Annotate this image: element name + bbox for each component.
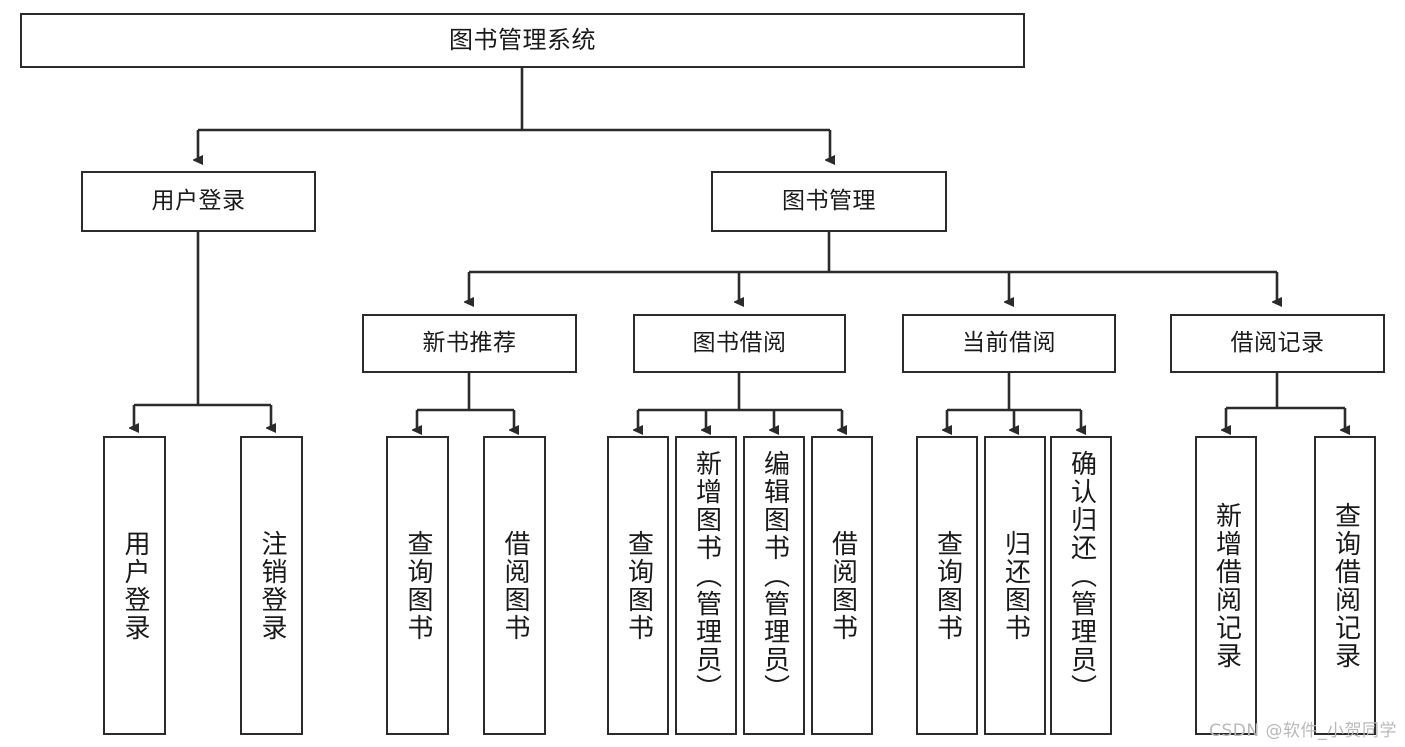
csdn-watermark: CSDN @软件_小贺同学	[1209, 721, 1397, 741]
leaf-current-borrow-confirm-return-admin[interactable]: 确认归还（管理员）	[1050, 436, 1112, 735]
leaf-book-borrow-edit-book-admin[interactable]: 编辑图书（管理员）	[743, 436, 805, 735]
leaf-user-login-login[interactable]: 用户登录	[103, 436, 166, 735]
leaf-new-book-query-book[interactable]: 查询图书	[386, 436, 449, 735]
leaf-label: 查询图书	[623, 529, 654, 642]
node-user-login-label: 用户登录	[151, 187, 246, 214]
node-root-label: 图书管理系统	[449, 26, 596, 55]
leaf-label: 确认归还（管理员）	[1066, 450, 1097, 702]
node-book-borrow-label: 图书借阅	[692, 329, 787, 356]
leaf-borrow-record-add-record[interactable]: 新增借阅记录	[1195, 436, 1257, 735]
leaf-label: 查询借阅记录	[1330, 501, 1361, 670]
node-user-login[interactable]: 用户登录	[81, 171, 316, 232]
node-root-book-management-system[interactable]: 图书管理系统	[20, 13, 1025, 68]
node-borrow-record-label: 借阅记录	[1230, 329, 1325, 356]
node-new-book-recommend-label: 新书推荐	[422, 329, 517, 356]
leaf-label: 归还图书	[1000, 529, 1031, 642]
node-book-borrow[interactable]: 图书借阅	[633, 314, 846, 373]
leaf-label: 借阅图书	[500, 529, 531, 642]
leaf-borrow-record-query-record[interactable]: 查询借阅记录	[1314, 436, 1376, 735]
leaf-label: 查询图书	[932, 529, 963, 642]
leaf-current-borrow-query-book[interactable]: 查询图书	[916, 436, 978, 735]
leaf-book-borrow-query-book[interactable]: 查询图书	[607, 436, 669, 735]
node-current-borrow[interactable]: 当前借阅	[902, 314, 1116, 373]
leaf-label: 编辑图书（管理员）	[759, 450, 790, 702]
node-book-management-label: 图书管理	[782, 187, 876, 214]
leaf-book-borrow-borrow-book[interactable]: 借阅图书	[811, 436, 873, 735]
leaf-label: 借阅图书	[827, 529, 858, 642]
leaf-label: 新增图书（管理员）	[691, 450, 722, 702]
leaf-user-login-logout[interactable]: 注销登录	[240, 436, 303, 735]
node-borrow-record[interactable]: 借阅记录	[1170, 314, 1385, 373]
leaf-current-borrow-return-book[interactable]: 归还图书	[984, 436, 1046, 735]
leaf-label: 查询图书	[403, 529, 434, 642]
leaf-label: 用户登录	[120, 529, 151, 642]
leaf-label: 新增借阅记录	[1211, 501, 1242, 670]
node-current-borrow-label: 当前借阅	[962, 329, 1056, 356]
leaf-new-book-borrow-book[interactable]: 借阅图书	[483, 436, 546, 735]
leaf-label: 注销登录	[257, 529, 288, 642]
node-new-book-recommend[interactable]: 新书推荐	[362, 314, 577, 373]
leaf-book-borrow-add-book-admin[interactable]: 新增图书（管理员）	[675, 436, 737, 735]
node-book-management[interactable]: 图书管理	[711, 171, 947, 232]
